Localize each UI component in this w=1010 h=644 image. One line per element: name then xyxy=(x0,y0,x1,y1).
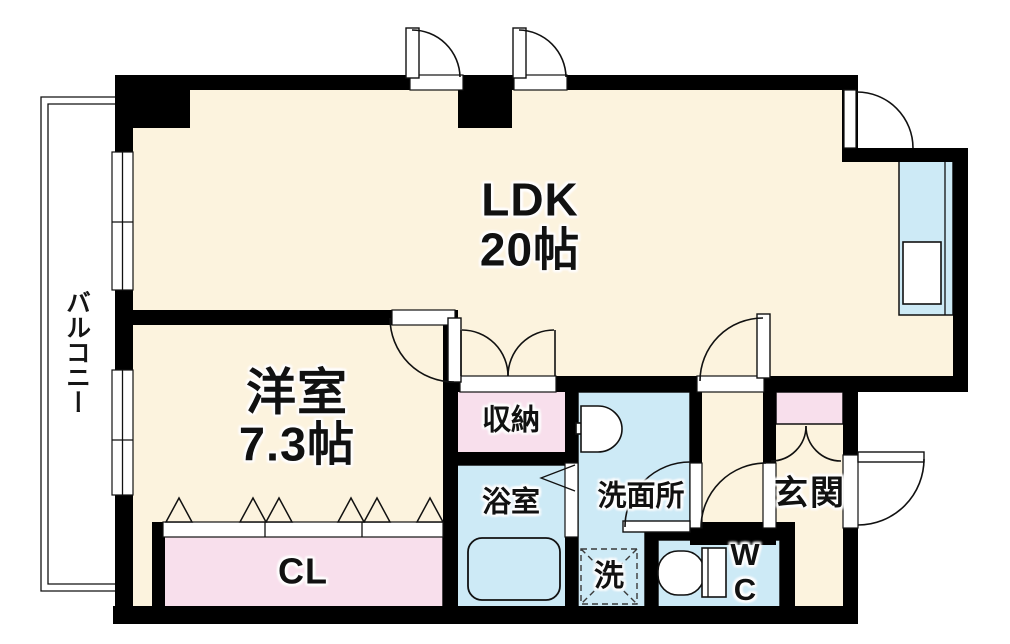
bathroom-folding-door xyxy=(539,464,576,492)
laundry-label: 洗 xyxy=(594,559,624,593)
bathroom-label: 浴室 xyxy=(481,486,541,519)
washing-machine-icon xyxy=(580,548,638,605)
western-room-size: 7.3帖 xyxy=(238,417,356,471)
entrance-closet-floor xyxy=(775,391,844,425)
western-room-name: 洋室 xyxy=(246,364,348,421)
storage-door-arc-left xyxy=(461,329,509,377)
door-openings xyxy=(391,74,859,538)
kitchen-counter xyxy=(898,157,954,316)
ldk-size: 20帖 xyxy=(479,223,581,275)
balcony-label: バルコニー xyxy=(62,289,91,415)
top-door-arc-left xyxy=(411,29,461,78)
storage-label: 収納 xyxy=(481,404,541,437)
service-door-arc xyxy=(856,91,914,149)
entry-door-leaf xyxy=(857,451,925,463)
ldk-window xyxy=(111,151,134,291)
windows xyxy=(111,151,134,496)
western-room-door-leaf xyxy=(447,317,462,383)
storage-door-arc-right xyxy=(507,329,555,377)
western-room-label: 洋室 7.3帖 xyxy=(239,366,355,471)
entrance-label: 玄関 xyxy=(774,474,846,513)
hallway-ldk-door-arc xyxy=(699,317,764,382)
sink-icon xyxy=(575,405,623,453)
hallway-ldk-door-leaf xyxy=(756,313,771,379)
washroom-door-leaf xyxy=(622,520,691,533)
closet-label: CL xyxy=(278,550,328,592)
bathtub-icon xyxy=(467,537,561,601)
ldk-name: LDK xyxy=(481,173,579,226)
washroom-door-arc xyxy=(624,461,691,528)
hallway-entrance-door-arc xyxy=(700,462,767,529)
hallway-floor xyxy=(690,392,776,545)
top-door-leaf-left xyxy=(405,27,420,79)
western-room-door-arc xyxy=(389,317,455,383)
washroom-label: 洗面所 xyxy=(597,480,685,513)
closet-fold-doors xyxy=(162,496,445,538)
toilet-icon xyxy=(657,547,727,598)
western-room-window xyxy=(111,369,134,496)
wc-label: WC xyxy=(727,537,763,607)
entry-door-arc xyxy=(857,458,925,526)
entrance-closet-door-arc-right xyxy=(805,425,842,462)
entrance-closet-door-arc-left xyxy=(770,425,807,462)
balcony-outline xyxy=(40,96,115,592)
ldk-label: LDK 20帖 xyxy=(480,175,580,274)
top-door-leaf-right xyxy=(512,27,527,79)
doors xyxy=(389,27,925,533)
top-door-arc-right xyxy=(518,29,567,78)
